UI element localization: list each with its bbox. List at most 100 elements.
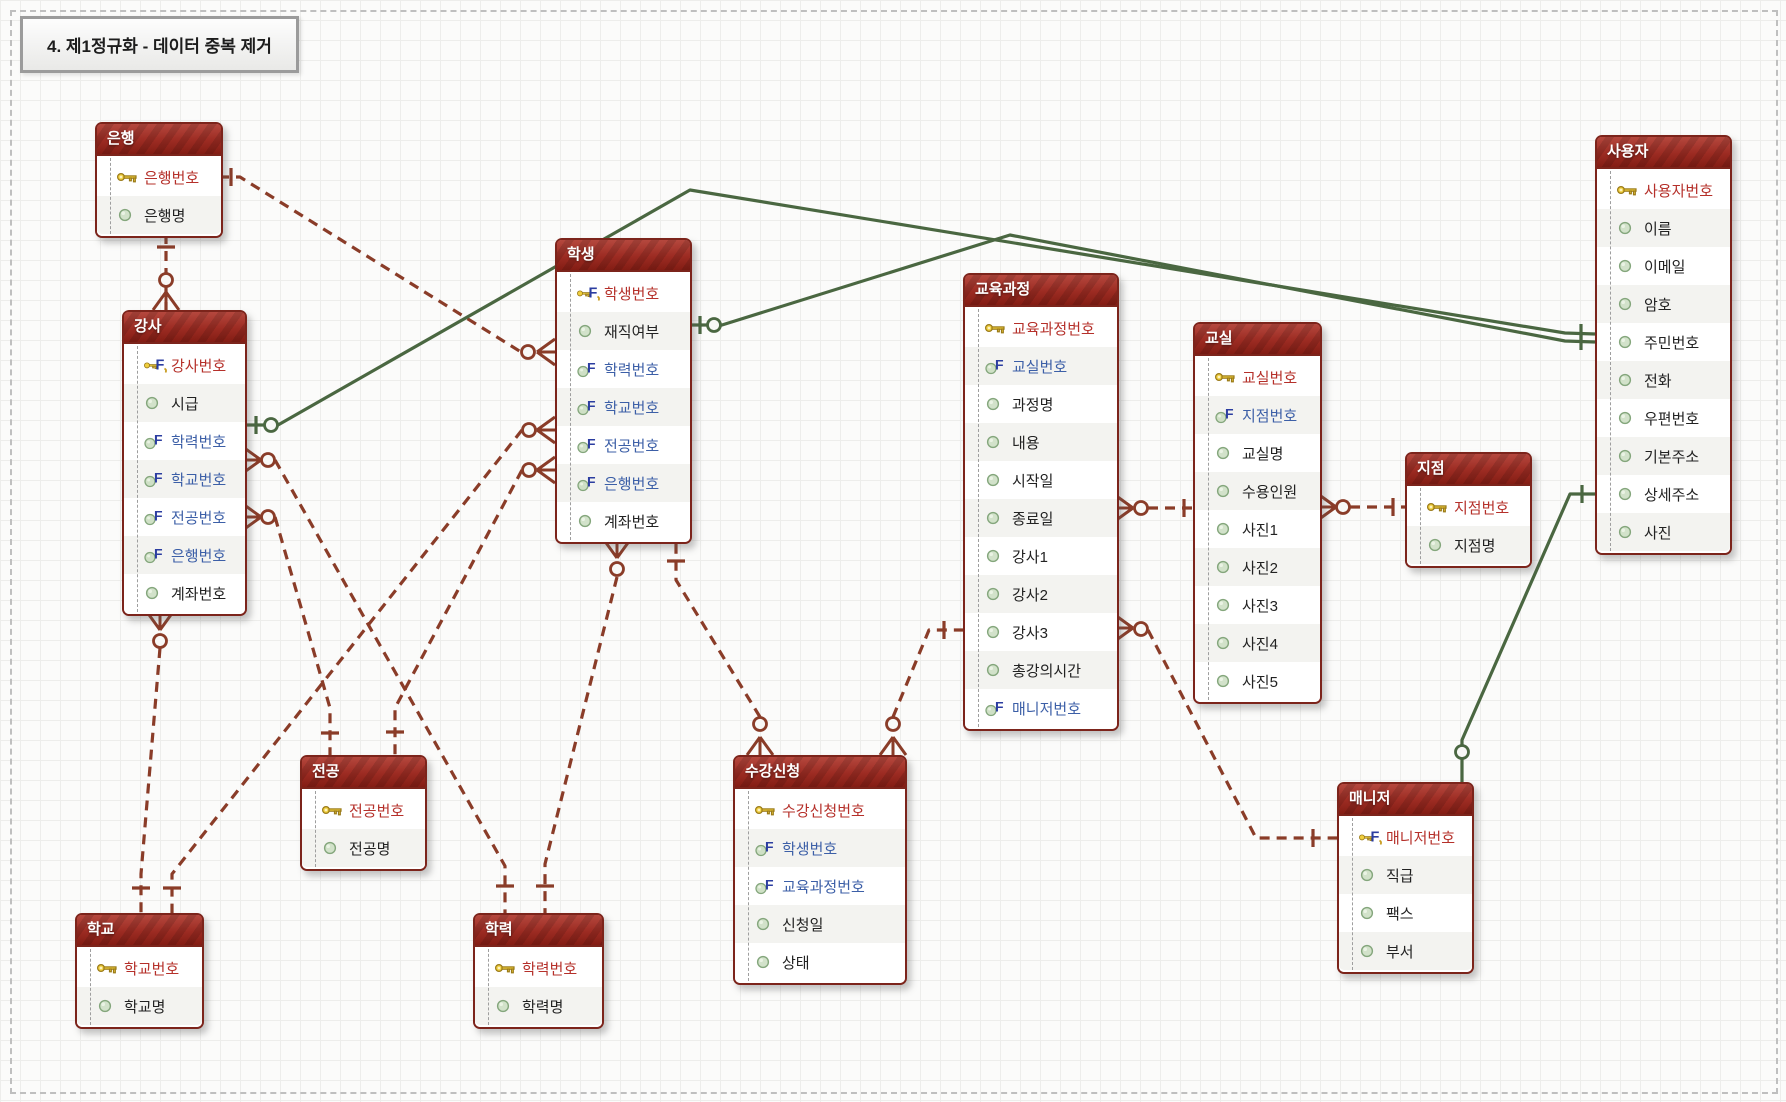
entity-title[interactable]: 교육과정 <box>965 275 1117 307</box>
attribute-row-지점명[interactable]: 지점명 <box>1407 526 1530 564</box>
attribute-row-수강신청번호[interactable]: 수강신청번호 <box>735 791 905 829</box>
attribute-row-부서[interactable]: 부서 <box>1339 932 1472 970</box>
entity-title[interactable]: 수강신청 <box>735 757 905 789</box>
attribute-row-학교명[interactable]: 학교명 <box>77 987 202 1025</box>
attribute-row-계좌번호[interactable]: 계좌번호 <box>124 574 245 612</box>
attribute-row-팩스[interactable]: 팩스 <box>1339 894 1472 932</box>
diagram-title[interactable]: 4. 제1정규화 - 데이터 중복 제거 <box>20 16 299 73</box>
attribute-row-암호[interactable]: 암호 <box>1597 285 1730 323</box>
attribute-row-신청일[interactable]: 신청일 <box>735 905 905 943</box>
attribute-row-전공번호[interactable]: 전공번호 <box>302 791 425 829</box>
attribute-label: 이름 <box>1644 220 1672 238</box>
entity-title[interactable]: 지점 <box>1407 454 1530 486</box>
attribute-row-시급[interactable]: 시급 <box>124 384 245 422</box>
attribute-row-우편번호[interactable]: 우편번호 <box>1597 399 1730 437</box>
attribute-row-학교번호[interactable]: 학교번호 <box>77 949 202 987</box>
attribute-row-상태[interactable]: 상태 <box>735 943 905 981</box>
rel-school-student[interactable] <box>170 429 524 913</box>
entity-title[interactable]: 교실 <box>1195 324 1320 356</box>
attribute-row-교실명[interactable]: 교실명 <box>1195 434 1320 472</box>
attribute-row-종료일[interactable]: 종료일 <box>965 499 1117 537</box>
entity-title[interactable]: 학력 <box>475 915 602 947</box>
entity-title[interactable]: 학생 <box>557 240 690 272</box>
attribute-row-사진4[interactable]: 사진4 <box>1195 624 1320 662</box>
rel-major-student[interactable] <box>393 469 524 755</box>
rel-course-enrollment[interactable] <box>891 628 963 718</box>
attribute-row-총강의시간[interactable]: 총강의시간 <box>965 651 1117 689</box>
attribute-row-주민번호[interactable]: 주민번호 <box>1597 323 1730 361</box>
attribute-row-사진2[interactable]: 사진2 <box>1195 548 1320 586</box>
attribute-row-상세주소[interactable]: 상세주소 <box>1597 475 1730 513</box>
attribute-row-교육과정번호[interactable]: 교육과정번호 <box>965 309 1117 347</box>
attribute-row-재직여부[interactable]: 재직여부 <box>557 312 690 350</box>
attribute-row-사진[interactable]: 사진 <box>1597 513 1730 551</box>
attribute-row-학력명[interactable]: 학력명 <box>475 987 602 1025</box>
attribute-row-강사3[interactable]: 강사3 <box>965 613 1117 651</box>
attribute-row-사진3[interactable]: 사진3 <box>1195 586 1320 624</box>
attribute-label: 지점번호 <box>1242 407 1298 425</box>
attribute-row-계좌번호[interactable]: 계좌번호 <box>557 502 690 540</box>
attribute-row-기본주소[interactable]: 기본주소 <box>1597 437 1730 475</box>
entity-title[interactable]: 학교 <box>77 915 202 947</box>
attribute-row-강사2[interactable]: 강사2 <box>965 575 1117 613</box>
attribute-row-학력번호[interactable]: 학력번호 <box>475 949 602 987</box>
attribute-row-내용[interactable]: 내용 <box>965 423 1117 461</box>
attribute-row-은행명[interactable]: 은행명 <box>97 196 221 234</box>
attribute-row-사진5[interactable]: 사진5 <box>1195 662 1320 700</box>
rel-major-instructor[interactable] <box>273 516 332 755</box>
entity-title[interactable]: 강사 <box>124 312 245 344</box>
rel-user-student[interactable] <box>688 233 1596 344</box>
entity-title[interactable]: 사용자 <box>1597 137 1730 169</box>
attribute-row-수용인원[interactable]: 수용인원 <box>1195 472 1320 510</box>
attribute-row-시작일[interactable]: 시작일 <box>965 461 1117 499</box>
entity-title[interactable]: 은행 <box>97 124 221 156</box>
attribute-row-과정명[interactable]: 과정명 <box>965 385 1117 423</box>
rel-school-instructor[interactable] <box>139 647 162 913</box>
attribute-row-교실번호[interactable]: 교실번호 <box>1195 358 1320 396</box>
rel-education-student[interactable] <box>543 576 619 913</box>
entity-title[interactable]: 매니저 <box>1339 784 1472 816</box>
attribute-row-이름[interactable]: 이름 <box>1597 209 1730 247</box>
attribute-row-이메일[interactable]: 이메일 <box>1597 247 1730 285</box>
attribute-row-직급[interactable]: 직급 <box>1339 856 1472 894</box>
attribute-row-전화[interactable]: 전화 <box>1597 361 1730 399</box>
attribute-row-강사1[interactable]: 강사1 <box>965 537 1117 575</box>
attribute-row-전공명[interactable]: 전공명 <box>302 829 425 867</box>
attribute-row-지점번호[interactable]: 지점번호 <box>1407 488 1530 526</box>
attribute-row-사진1[interactable]: 사진1 <box>1195 510 1320 548</box>
attribute-row-은행번호[interactable]: 은행번호 <box>97 158 221 196</box>
attribute-row-사용자번호[interactable]: 사용자번호 <box>1597 171 1730 209</box>
rel-education-instructor[interactable] <box>273 459 507 913</box>
rel-bank-student[interactable] <box>219 175 522 354</box>
rel-student-enrollment[interactable] <box>674 540 762 718</box>
entity-title[interactable]: 전공 <box>302 757 425 789</box>
